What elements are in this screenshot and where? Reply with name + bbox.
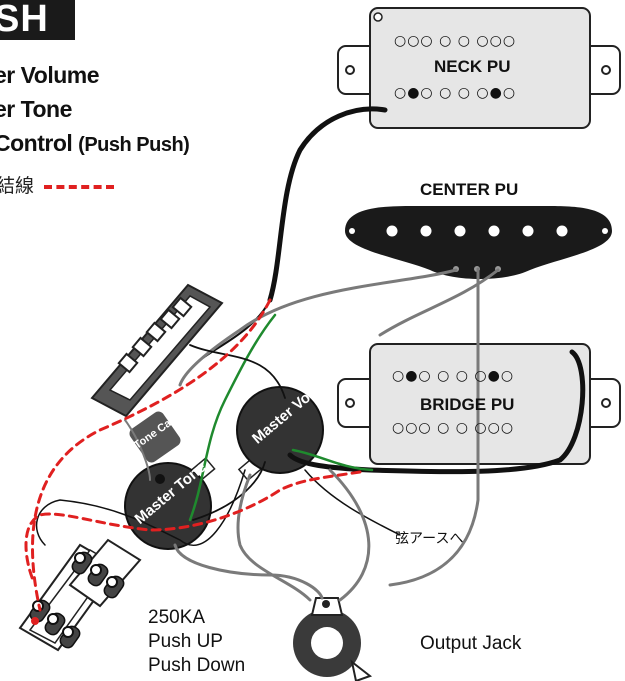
bridge-polepieces-top: ○●○ ○ ○ ○●○ (392, 368, 515, 384)
ground-label: 弦アースへ (395, 531, 464, 547)
neck-pu-label: NECK PU (434, 57, 511, 76)
title-banner: SH (0, 0, 75, 40)
switch-label-down: Push Down (148, 655, 246, 676)
heading-volume: er Volume (0, 62, 100, 88)
legend-label: 結線 (0, 175, 35, 197)
push-push-switch (18, 538, 142, 652)
legend-dashed-line (44, 185, 114, 189)
selector-switch (90, 283, 224, 418)
switch-label-pot: 250KA (148, 607, 206, 628)
wires (24, 106, 586, 612)
center-pu-label: CENTER PU (420, 180, 519, 199)
neck-polepieces-bottom: ○●○ ○ ○ ○●○ (394, 85, 517, 101)
neck-pickup (337, 7, 621, 129)
output-jack-label: Output Jack (420, 633, 522, 654)
heading-control-suffix: (Push Push) (78, 134, 190, 156)
title-text: SH (0, 0, 49, 40)
neck-polepieces-top: ○○○ ○ ○ ○○○ (394, 33, 517, 49)
bridge-polepieces-bottom: ○○○ ○ ○ ○○○ (392, 420, 515, 436)
heading-control-text: Control (0, 130, 73, 156)
switch-label-up: Push UP (148, 631, 223, 652)
bridge-pu-label: BRIDGE PU (420, 395, 515, 414)
output-jack (293, 597, 373, 681)
heading-tone: er Tone (0, 96, 72, 122)
heading-control: Control (Push Push) (0, 130, 190, 157)
